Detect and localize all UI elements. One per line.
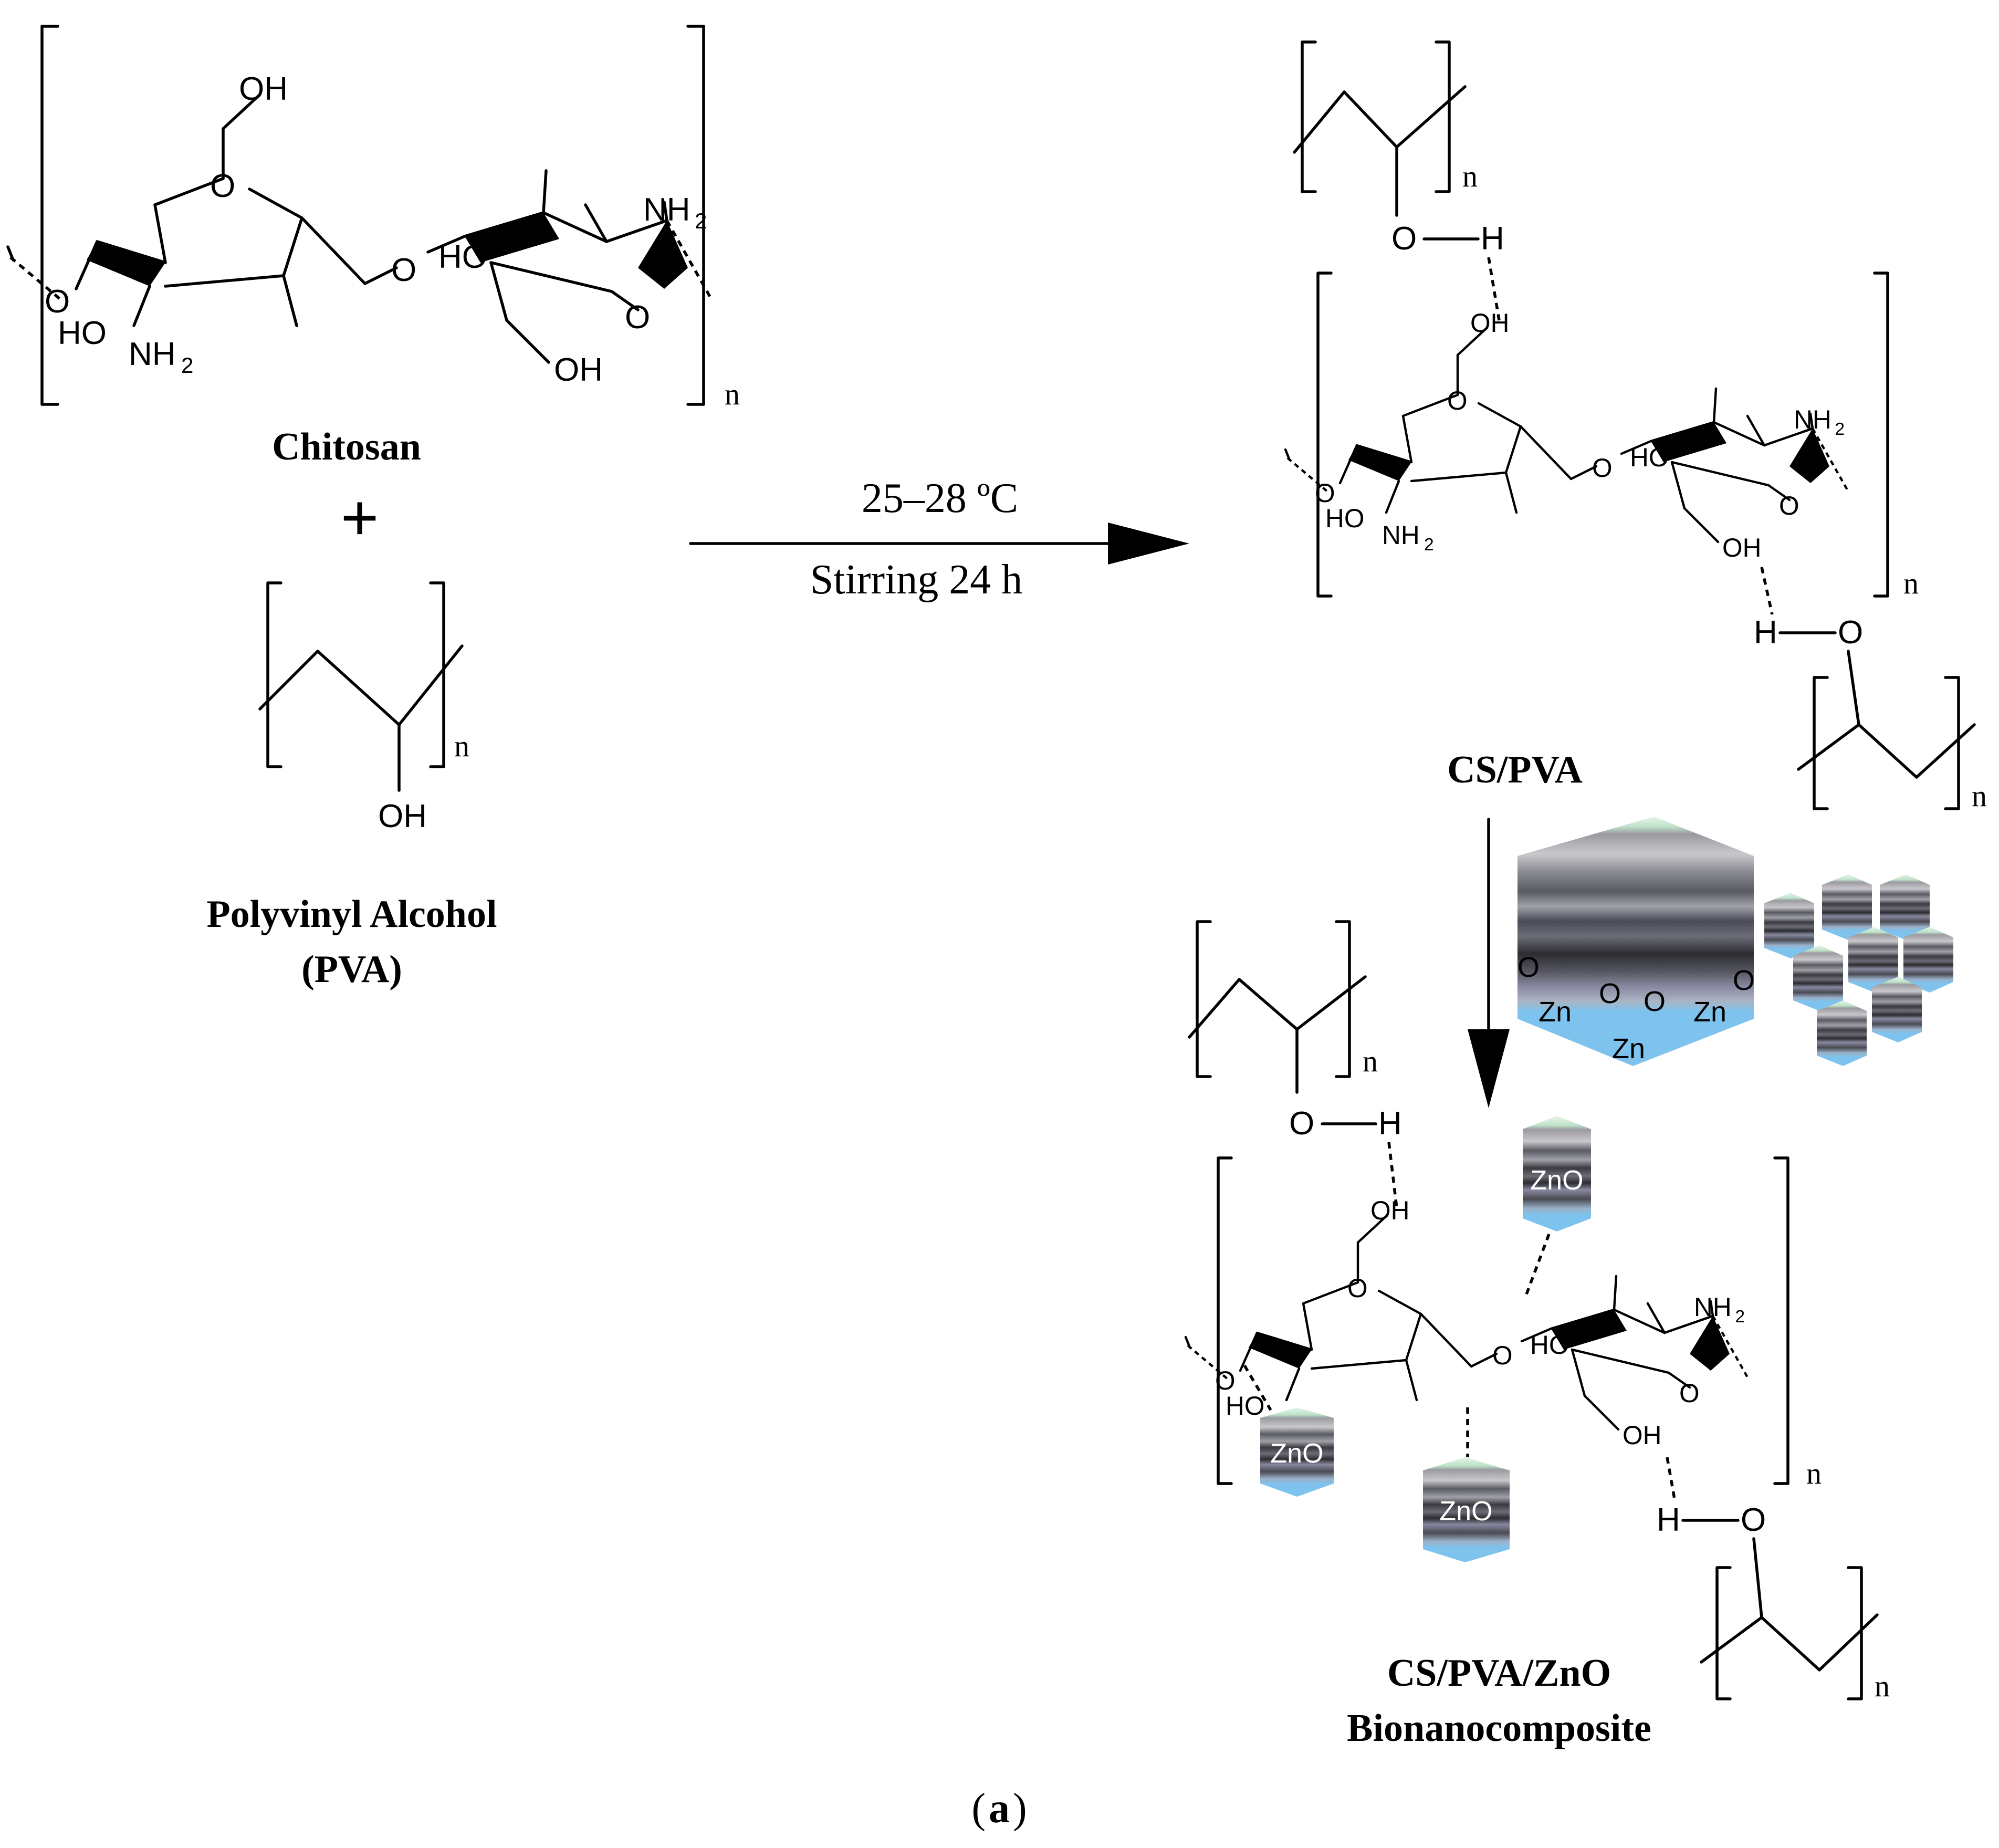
zno-label: ZnO: [1270, 1438, 1323, 1469]
repeat-index-n: n: [725, 377, 740, 411]
zno-particle-bottom: ZnO: [1423, 1457, 1510, 1562]
plus-sign: +: [340, 481, 379, 556]
cs-pva-structure: n O H n H O n: [1285, 40, 1987, 813]
reaction-arrow: 25–28 ºC Stirring 24 h: [689, 475, 1189, 603]
caption-letter: a: [989, 1786, 1010, 1832]
pva-oh: OH: [378, 798, 427, 834]
zn-label: Zn: [1539, 996, 1572, 1028]
zn-o-label: O: [1644, 986, 1666, 1017]
repeat-index-n: n: [1806, 1456, 1822, 1490]
pva-label-line2: (PVA): [301, 948, 402, 991]
atom-h: H: [1481, 221, 1504, 257]
zno-nanoparticle-large: O Zn O Zn O Zn O: [1517, 817, 1755, 1066]
zn-o-label: O: [1599, 978, 1621, 1009]
chitosan-label: Chitosan: [272, 425, 421, 468]
cs-pva-zno-structure: n O H n ZnO ZnO ZnO H O: [1186, 920, 1890, 1703]
atom-o: O: [1289, 1105, 1314, 1142]
repeat-index-n: n: [1875, 1669, 1890, 1703]
atom-h: H: [1657, 1502, 1680, 1538]
atom-o: O: [1838, 614, 1863, 651]
caption-open: (: [971, 1786, 986, 1832]
pva-label-line1: Polyvinyl Alcohol: [206, 893, 497, 936]
atom-o: O: [1741, 1502, 1766, 1538]
zno-particle-top: ZnO: [1523, 1116, 1591, 1231]
product-label-line2: Bionanocomposite: [1347, 1707, 1651, 1750]
cs-pva-label: CS/PVA: [1447, 748, 1583, 791]
atom-o: O: [1391, 221, 1417, 257]
zn-label: Zn: [1612, 1033, 1645, 1064]
zno-nanoparticle-cluster: [1764, 874, 1953, 1066]
condition-temperature: 25–28 ºC: [862, 475, 1018, 521]
condition-stirring: Stirring 24 h: [810, 557, 1022, 603]
zno-particle-left: ZnO: [1260, 1407, 1334, 1497]
repeat-index-n: n: [1972, 779, 1987, 813]
caption-close: ): [1013, 1786, 1027, 1832]
zn-o-label: O: [1517, 952, 1540, 983]
chitosan-structure: n: [8, 25, 740, 411]
figure-caption: ( a ): [971, 1786, 1027, 1832]
zno-label: ZnO: [1439, 1496, 1492, 1527]
pva-structure: OH n: [258, 581, 469, 834]
product-label-line1: CS/PVA/ZnO: [1387, 1652, 1611, 1695]
atom-h: H: [1378, 1105, 1402, 1142]
atom-h: H: [1754, 614, 1777, 651]
repeat-index-n: n: [1363, 1044, 1378, 1078]
repeat-index-n: n: [1462, 159, 1478, 193]
downward-arrow: [1468, 818, 1510, 1108]
zn-o-label: O: [1733, 965, 1755, 996]
repeat-index-n: n: [1903, 566, 1919, 600]
zno-label: ZnO: [1530, 1165, 1583, 1196]
repeat-index-n: n: [454, 729, 469, 763]
zn-label: Zn: [1693, 996, 1726, 1028]
